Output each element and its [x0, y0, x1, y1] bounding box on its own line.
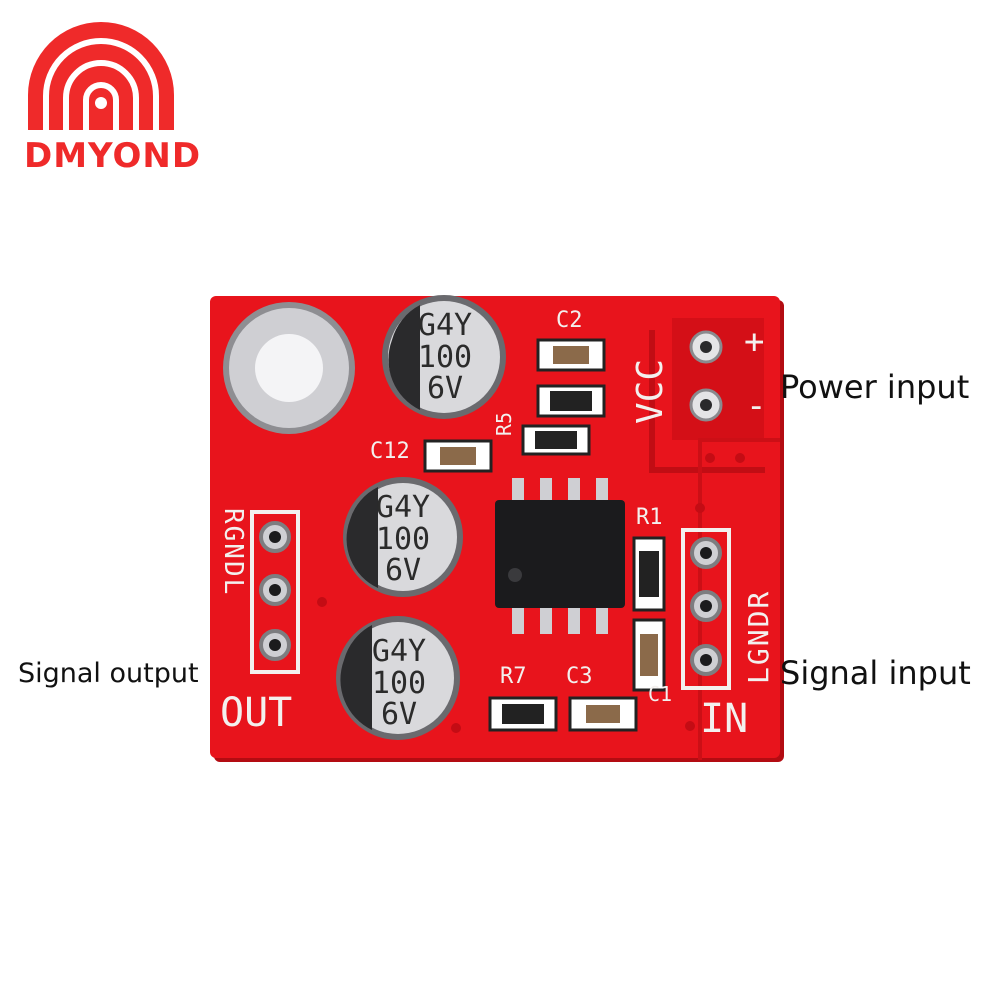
label-r7: R7	[500, 664, 527, 689]
smd-components	[423, 338, 666, 732]
capacitor-middle-marking: G4Y 100 6V	[375, 490, 431, 588]
capacitor-bottom-marking: G4Y 100 6V	[371, 634, 427, 732]
capacitor-top	[382, 295, 506, 419]
signal-input-label: Signal input	[780, 654, 971, 692]
input-header	[681, 528, 731, 690]
label-vcc: VCC	[630, 358, 671, 424]
label-c12: C12	[370, 439, 410, 464]
label-c2: C2	[556, 308, 583, 333]
signal-output-label: Signal output	[18, 658, 199, 689]
power-pads	[689, 330, 723, 422]
power-input-label: Power input	[780, 368, 970, 406]
ic-chip	[495, 478, 625, 634]
vias	[317, 453, 745, 733]
label-minus: -	[746, 386, 767, 426]
label-in-pins: LGNDR	[742, 589, 775, 684]
capacitor-top-marking: G4Y 100 6V	[417, 308, 473, 406]
label-out: OUT	[220, 690, 293, 736]
label-r5: R5	[492, 411, 516, 436]
label-plus: +	[744, 322, 765, 362]
label-r1: R1	[636, 505, 663, 530]
label-in: IN	[700, 696, 749, 742]
mounting-hole	[223, 302, 355, 434]
label-c1: C1	[648, 682, 673, 706]
brand-logo-icon	[28, 22, 174, 130]
capacitor-bottom	[336, 616, 460, 740]
label-c3: C3	[566, 664, 593, 689]
capacitor-middle	[343, 477, 463, 597]
brand-name: DMYOND	[24, 136, 202, 176]
label-out-pins: RGNDL	[218, 508, 248, 597]
output-header	[250, 510, 300, 674]
